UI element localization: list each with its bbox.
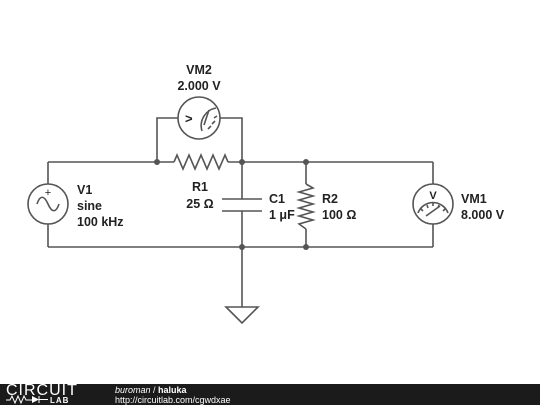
c1-name-label: C1 <box>269 192 285 206</box>
logo-diode-glyph <box>32 396 39 403</box>
voltmeter-vm1-circle <box>412 183 454 225</box>
v1-name-label: V1 <box>77 183 92 197</box>
capacitor-c1[interactable] <box>222 198 262 212</box>
ground-symbol[interactable] <box>224 306 260 325</box>
meter-scale-ticks <box>420 203 446 212</box>
vm1-reading-label: 8.000 V <box>461 208 505 222</box>
circuit-schematic: + > V VM2 2.000 V V1 sine 100 <box>27 63 505 325</box>
circuitlab-logo[interactable]: CIRCUIT LAB <box>6 382 98 405</box>
junction-node <box>154 159 160 165</box>
logo-wordmark: CIRCUIT <box>6 382 78 399</box>
vm2-name-label: VM2 <box>186 63 212 77</box>
junction-node <box>303 159 309 165</box>
vm1-name-label: VM1 <box>461 192 487 206</box>
source-plus-sign: + <box>45 187 51 199</box>
r2-value-label: 100 Ω <box>322 208 356 222</box>
r1-value-label: 25 Ω <box>186 197 213 211</box>
ground-icon <box>224 306 260 325</box>
resistor-diode-icon <box>6 395 48 404</box>
logo-resistor-glyph <box>6 395 32 404</box>
author-name[interactable]: buroman <box>115 385 151 395</box>
circuit-url-link[interactable]: http://circuitlab.com/cgwdxae <box>115 395 231 405</box>
wires <box>47 117 434 307</box>
c1-value-label: 1 μF <box>269 208 295 222</box>
credit-separator: / <box>150 385 159 395</box>
junction-node <box>239 244 245 250</box>
voltmeter-vm1[interactable]: V <box>412 183 454 225</box>
meter-scale-arc <box>200 107 217 132</box>
junction-node <box>303 244 309 250</box>
v1-frequency-label: 100 kHz <box>77 215 124 229</box>
voltmeter-vm2-circle <box>177 96 221 140</box>
circuit-credit: buroman / haluka <box>115 385 187 395</box>
voltmeter-vm1-symbol: V <box>429 190 437 202</box>
vm2-reading-label: 2.000 V <box>177 79 221 93</box>
r2-name-label: R2 <box>322 192 338 206</box>
meter-scale-ticks <box>207 115 218 130</box>
component-labels: VM2 2.000 V V1 sine 100 kHz R1 25 Ω C1 1… <box>77 63 505 229</box>
voltmeter-vm2-symbol: > <box>185 111 193 126</box>
circuit-name[interactable]: haluka <box>158 385 187 395</box>
voltmeter-vm2[interactable]: > <box>177 96 221 140</box>
resistor-r2-symbol <box>296 183 316 230</box>
resistor-r2[interactable] <box>296 183 316 230</box>
footer-bar: CIRCUIT LAB buroman / haluka http://circ… <box>0 382 540 405</box>
wire-vm2-bridge <box>156 117 243 162</box>
r1-name-label: R1 <box>192 180 208 194</box>
junction-node <box>239 159 245 165</box>
sine-source-circle <box>27 183 69 225</box>
junctions <box>154 159 309 250</box>
meter-needle <box>203 109 210 126</box>
sine-wave-icon <box>36 196 60 212</box>
v1-type-label: sine <box>77 199 102 213</box>
meter-scale-arc <box>417 201 449 214</box>
sine-source-v1[interactable]: + <box>27 183 69 225</box>
resistor-r1[interactable] <box>173 152 229 172</box>
resistor-r1-symbol <box>173 152 229 172</box>
logo-sub-word: LAB <box>50 396 70 405</box>
